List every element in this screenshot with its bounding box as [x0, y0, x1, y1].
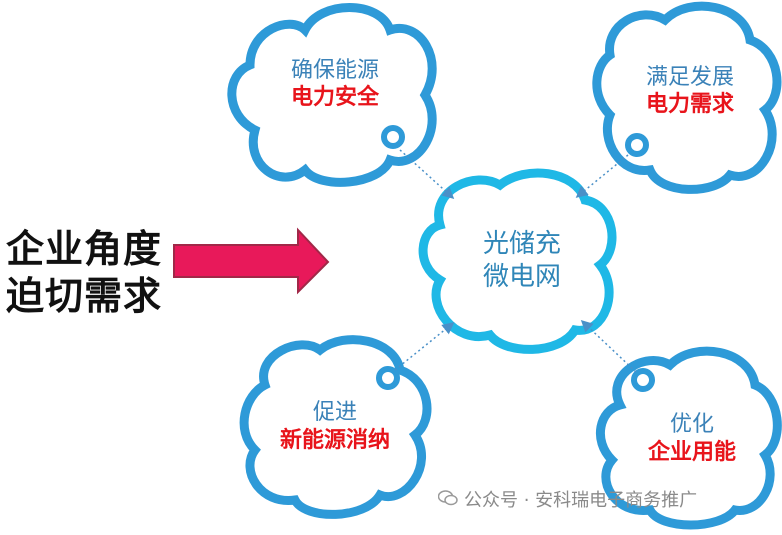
watermark: 公众号 · 安科瑞电子商务推广	[437, 486, 698, 512]
left-label-line2: 迫切需求	[6, 274, 163, 318]
center-cloud	[418, 168, 617, 354]
node-top-left-line1: 确保能源	[290, 58, 379, 83]
main-arrow	[173, 227, 330, 295]
wechat-icon	[437, 490, 458, 511]
node-cloud-bottom-right	[596, 346, 782, 530]
node-bottom-left-line1: 促进	[312, 400, 357, 425]
node-top-right-line2: 电力需求	[645, 92, 734, 117]
node-bottom-right-line1: 优化	[669, 412, 714, 437]
connector-bottom-right	[580, 319, 637, 373]
connector-knob-bottom-right	[631, 368, 655, 392]
watermark-text: 公众号 · 安科瑞电子商务推广	[464, 490, 698, 511]
node-bottom-right-line2: 企业用能	[647, 440, 736, 465]
connector-knob-top-left	[381, 125, 405, 149]
node-top-right-line1: 满足发展	[645, 65, 734, 90]
connector-top-right	[575, 154, 629, 198]
center-label-line2: 微电网	[482, 262, 561, 292]
center-label-line1: 光储充	[482, 229, 561, 259]
left-label-line1: 企业角度	[6, 227, 163, 271]
node-top-left-line2: 电力安全	[290, 85, 379, 110]
connector-top-left	[399, 149, 455, 200]
node-bottom-left-line2: 新能源消纳	[279, 428, 390, 453]
connector-knob-top-right	[625, 133, 649, 157]
connector-bottom-left	[394, 322, 455, 371]
connector-knob-bottom-left	[376, 366, 400, 390]
